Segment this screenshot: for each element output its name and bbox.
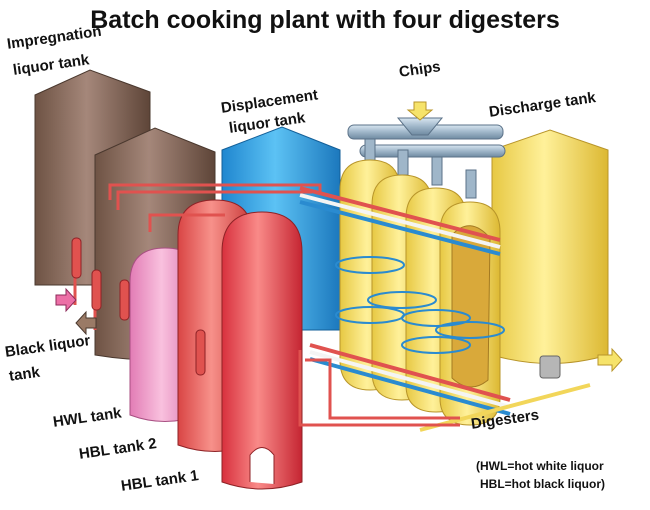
legend-line1: (HWL=hot white liquor (476, 459, 604, 473)
chips-hopper (396, 117, 444, 136)
legend-line2: HBL=hot black liquor) (480, 477, 606, 491)
chips-feed-pipes (347, 101, 506, 199)
diagram-title: Batch cooking plant with four digesters (90, 6, 560, 34)
hbl-tank-1 (221, 211, 303, 490)
black-liquor-flow-arrows (55, 287, 97, 336)
digester-coils (335, 256, 505, 354)
discharge-pump (539, 355, 561, 379)
discharge-tank (491, 129, 623, 379)
lower-liquor-manifold (309, 343, 591, 432)
hot-liquor-pipes (73, 183, 460, 427)
upper-liquor-manifold (299, 186, 501, 256)
discharge-outlet-arrow (597, 347, 623, 373)
heat-exchangers (71, 237, 206, 376)
chips-inlet-arrow (406, 101, 434, 121)
hbl-tank-1-door (249, 447, 275, 484)
